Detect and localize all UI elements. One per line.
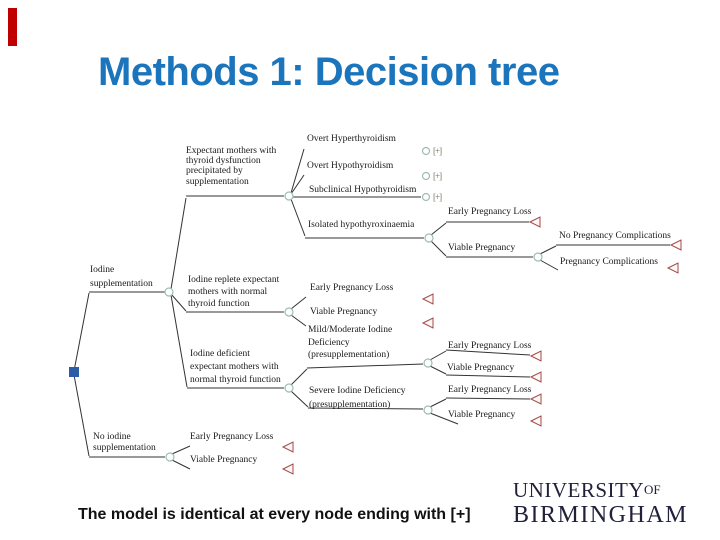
branch-line	[73, 292, 90, 372]
terminal-triangle	[666, 262, 679, 274]
branch-line	[170, 197, 187, 290]
branch-lines	[73, 148, 670, 470]
branch-line	[539, 259, 559, 271]
branch-line	[171, 445, 191, 455]
clone-node-circle	[421, 171, 431, 181]
logo-of-text: OF	[644, 482, 661, 497]
tree-label-severe-deficiency: Severe Iodine Deficiency (presupplementa…	[309, 386, 406, 410]
tree-label-early-pregnancy-loss: Early Pregnancy Loss	[448, 341, 532, 351]
branch-line	[290, 368, 308, 386]
branch-line	[429, 412, 459, 425]
terminal-triangle	[281, 463, 294, 475]
tree-label-iodine-supplementation: Iodine supplementation	[90, 265, 153, 289]
branch-line	[170, 293, 187, 312]
chance-node-circle	[533, 252, 543, 262]
branch-line	[430, 240, 447, 257]
branch-line	[306, 363, 424, 369]
tree-label-viable-pregnancy: Viable Pregnancy	[448, 243, 516, 253]
branch-line	[73, 374, 90, 457]
clone-node-circle	[421, 146, 431, 156]
tree-label-viable-pregnancy: Viable Pregnancy	[310, 307, 378, 317]
terminal-triangle	[421, 317, 434, 329]
tree-label-early-pregnancy-loss: Early Pregnancy Loss	[448, 207, 532, 217]
chance-node-circle	[424, 233, 434, 243]
branch-line	[307, 407, 424, 410]
tree-label-expectant-mothers-dysfunction: Expectant mothers with thyroid dysfuncti…	[186, 146, 277, 187]
tree-label-early-pregnancy-loss: Early Pregnancy Loss	[310, 283, 394, 293]
chance-node-circle	[423, 358, 433, 368]
chance-nodes	[164, 146, 543, 462]
chance-node-circle	[423, 405, 433, 415]
tree-label-early-pregnancy-loss: Early Pregnancy Loss	[190, 432, 274, 442]
tree-label-early-pregnancy-loss: Early Pregnancy Loss	[448, 385, 532, 395]
decision-node-square	[69, 367, 79, 377]
terminal-triangle	[528, 216, 541, 228]
branch-line	[429, 365, 447, 375]
chance-node-circle	[165, 452, 175, 462]
tree-label-overt-hyperthyroidism: Overt Hyperthyroidism	[307, 134, 396, 144]
branch-line	[290, 296, 307, 310]
clone-node-circle	[421, 192, 431, 202]
tree-label-iodine-deficient: Iodine deficient expectant mothers with …	[190, 349, 281, 385]
chance-node-circle	[284, 307, 294, 317]
tree-label-iodine-replete: Iodine replete expectant mothers with no…	[188, 275, 280, 310]
tree-label-viable-pregnancy: Viable Pregnancy	[447, 363, 515, 373]
tree-label-mild-moderate-deficiency: Mild/Moderate Iodine Deficiency (presupp…	[308, 325, 393, 360]
branch-line	[445, 397, 531, 400]
red-accent-bar	[8, 8, 17, 46]
tree-label-viable-pregnancy: Viable Pregnancy	[190, 455, 258, 465]
tree-label-subclinical-hypothyroidism: Subclinical Hypothyroidism	[309, 185, 417, 195]
branch-line	[445, 349, 531, 356]
terminal-triangle	[669, 239, 682, 251]
terminal-triangle	[421, 293, 434, 305]
clone-plus-marker: [+]	[433, 171, 442, 181]
slide-title: Methods 1: Decision tree	[98, 50, 560, 94]
branch-line	[430, 222, 447, 236]
terminal-triangle	[529, 350, 542, 362]
clone-plus-marker: [+]	[433, 192, 442, 202]
tree-label-no-iodine-supplementation: No iodine supplementation	[93, 432, 156, 453]
branch-line	[170, 294, 188, 388]
branch-line	[290, 174, 305, 195]
chance-node-circle	[284, 191, 294, 201]
tree-label-viable-pregnancy: Viable Pregnancy	[448, 410, 516, 420]
branch-line	[290, 148, 305, 194]
branch-line	[290, 390, 309, 408]
branch-line	[429, 398, 447, 408]
tree-label-no-pregnancy-complications: No Pregnancy Complications	[559, 231, 671, 241]
terminal-nodes	[281, 216, 682, 475]
tree-label-isolated-hypothyroxinaemia: Isolated hypothyroxinaemia	[308, 220, 415, 230]
chance-node-circle	[164, 287, 174, 297]
branch-line	[429, 350, 447, 361]
branch-line	[445, 374, 531, 378]
branch-line	[290, 198, 306, 237]
logo-university-text: UNIVERSITY	[513, 478, 644, 502]
terminal-triangle	[529, 393, 542, 405]
tree-label-overt-hypothyroidism: Overt Hypothyroidism	[307, 161, 394, 171]
chance-node-circle	[284, 383, 294, 393]
tree-label-pregnancy-complications: Pregnancy Complications	[560, 257, 658, 267]
logo-birmingham-text: BIRMINGHAM	[513, 502, 689, 528]
university-of-birmingham-logo: UNIVERSITYOF BIRMINGHAM	[513, 478, 713, 528]
terminal-triangle	[529, 415, 542, 427]
clone-plus-marker: [+]	[433, 146, 442, 156]
footnote-text: The model is identical at every node end…	[78, 506, 471, 523]
terminal-triangle	[529, 371, 542, 383]
terminal-triangle	[281, 441, 294, 453]
branch-line	[171, 459, 191, 470]
branch-line	[290, 314, 307, 327]
branch-line	[539, 245, 557, 255]
